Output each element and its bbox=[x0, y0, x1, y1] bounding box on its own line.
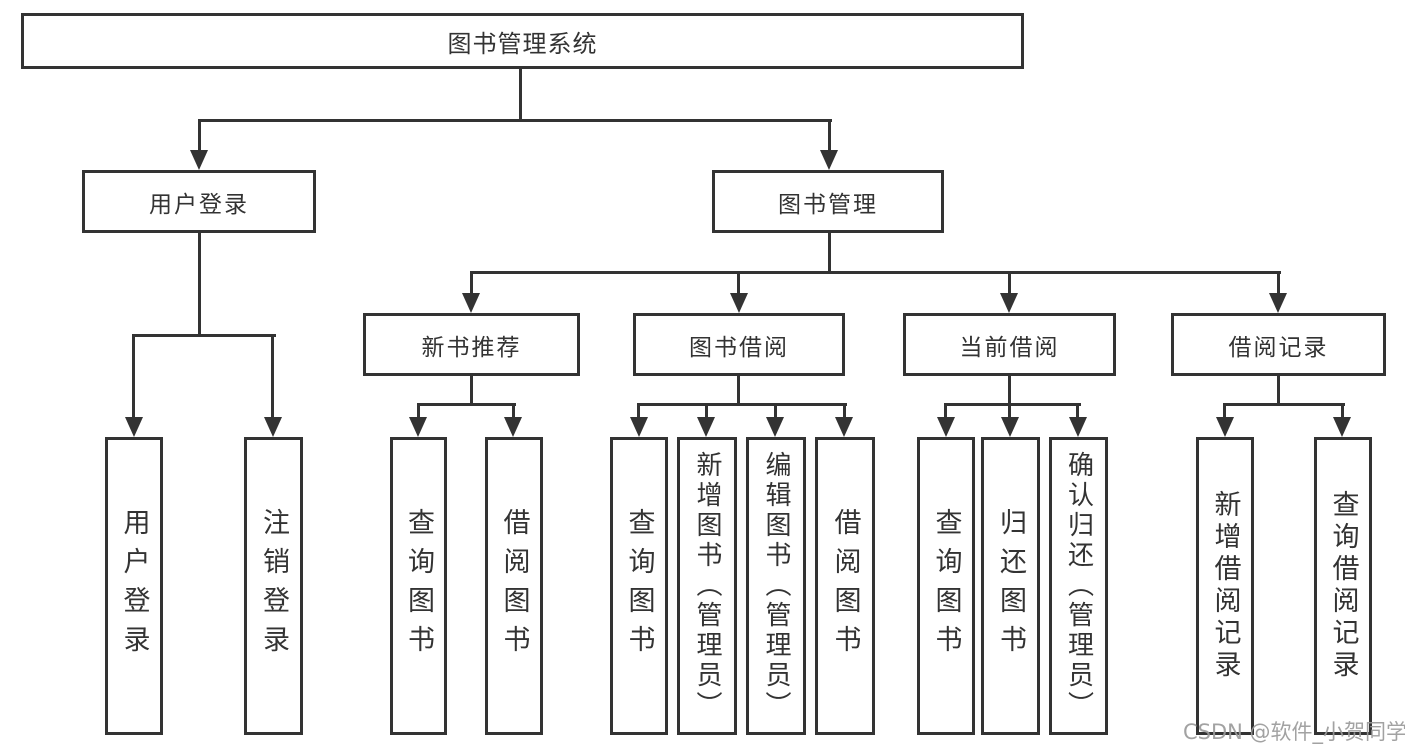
arrowhead-icon bbox=[264, 417, 282, 437]
arrowhead-icon bbox=[630, 417, 648, 437]
connector bbox=[828, 232, 831, 273]
arrowhead-icon bbox=[1269, 293, 1287, 313]
arrowhead-icon bbox=[835, 417, 853, 437]
connector bbox=[198, 119, 832, 122]
connector bbox=[705, 403, 708, 420]
arrowhead-icon bbox=[1069, 417, 1087, 437]
node-label: 确认归还（管理员） bbox=[1063, 451, 1094, 721]
node-label: 编辑图书（管理员） bbox=[761, 451, 791, 721]
node-leaf-query-book-2: 查询图书 bbox=[610, 437, 668, 735]
connector bbox=[637, 403, 847, 406]
connector bbox=[1008, 375, 1011, 405]
node-label: 借阅记录 bbox=[1228, 334, 1329, 361]
connector bbox=[198, 232, 201, 337]
node-label: 借阅图书 bbox=[498, 508, 530, 664]
connector bbox=[774, 403, 777, 420]
node-leaf-query-borrow-record: 查询借阅记录 bbox=[1314, 437, 1372, 735]
connector bbox=[519, 69, 522, 121]
arrowhead-icon bbox=[190, 150, 208, 170]
arrowhead-icon bbox=[820, 150, 838, 170]
node-label: 新增图书（管理员） bbox=[692, 451, 722, 721]
connector bbox=[271, 334, 274, 419]
node-label: 图书借阅 bbox=[689, 334, 789, 361]
arrowhead-icon bbox=[697, 417, 715, 437]
connector bbox=[417, 403, 516, 406]
connector bbox=[1277, 271, 1280, 295]
node-borrow-record: 借阅记录 bbox=[1171, 313, 1386, 376]
node-leaf-borrow-book-1: 借阅图书 bbox=[485, 437, 543, 735]
arrowhead-icon bbox=[409, 417, 427, 437]
node-root-system: 图书管理系统 bbox=[21, 13, 1024, 69]
arrowhead-icon bbox=[1333, 417, 1351, 437]
node-label: 查询图书 bbox=[930, 508, 962, 664]
node-label: 新书推荐 bbox=[421, 334, 522, 361]
connector bbox=[1341, 403, 1344, 420]
connector bbox=[1223, 403, 1345, 406]
node-leaf-query-book-1: 查询图书 bbox=[390, 437, 447, 735]
node-label: 用户登录 bbox=[149, 191, 249, 218]
node-book-borrow: 图书借阅 bbox=[633, 313, 845, 376]
connector bbox=[828, 119, 831, 152]
node-new-book-recommend: 新书推荐 bbox=[363, 313, 580, 376]
connector bbox=[1277, 375, 1280, 405]
connector bbox=[737, 375, 740, 405]
node-label: 用户登录 bbox=[118, 508, 150, 664]
arrowhead-icon bbox=[1216, 417, 1234, 437]
arrowhead-icon bbox=[1000, 293, 1018, 313]
node-user-login: 用户登录 bbox=[82, 170, 316, 233]
node-leaf-user-login: 用户登录 bbox=[105, 437, 163, 735]
connector bbox=[470, 271, 1281, 274]
connector bbox=[132, 334, 135, 419]
node-leaf-query-book-3: 查询图书 bbox=[917, 437, 975, 735]
node-leaf-add-book-admin: 新增图书（管理员） bbox=[677, 437, 737, 735]
node-label: 新增借阅记录 bbox=[1209, 490, 1241, 682]
connector bbox=[1008, 403, 1011, 420]
node-label: 查询图书 bbox=[403, 508, 434, 664]
connector bbox=[944, 403, 1081, 406]
node-leaf-borrow-book-2: 借阅图书 bbox=[815, 437, 875, 735]
node-leaf-logout: 注销登录 bbox=[244, 437, 303, 735]
node-label: 注销登录 bbox=[258, 508, 289, 664]
connector bbox=[944, 403, 947, 420]
node-label: 图书管理系统 bbox=[447, 29, 598, 58]
connector bbox=[512, 403, 515, 420]
node-label: 当前借阅 bbox=[959, 334, 1060, 361]
node-leaf-edit-book-admin: 编辑图书（管理员） bbox=[746, 437, 806, 735]
node-leaf-add-borrow-record: 新增借阅记录 bbox=[1196, 437, 1254, 735]
connector bbox=[637, 403, 640, 420]
csdn-watermark: CSDN @软件_小贺同学 bbox=[1183, 720, 1405, 744]
connector bbox=[417, 403, 420, 420]
arrowhead-icon bbox=[125, 417, 143, 437]
arrowhead-icon bbox=[462, 293, 480, 313]
arrowhead-icon bbox=[937, 417, 955, 437]
node-label: 图书管理 bbox=[778, 191, 878, 218]
arrowhead-icon bbox=[730, 293, 748, 313]
node-label: 查询图书 bbox=[623, 508, 655, 664]
node-book-management: 图书管理 bbox=[712, 170, 944, 233]
connector bbox=[470, 375, 473, 405]
node-leaf-return-book: 归还图书 bbox=[981, 437, 1040, 735]
arrowhead-icon bbox=[504, 417, 522, 437]
node-label: 借阅图书 bbox=[829, 508, 861, 664]
connector bbox=[1076, 403, 1079, 420]
connector bbox=[198, 119, 201, 152]
connector bbox=[843, 403, 846, 420]
arrowhead-icon bbox=[766, 417, 784, 437]
connector bbox=[1223, 403, 1226, 420]
connector bbox=[132, 334, 276, 337]
node-current-borrow: 当前借阅 bbox=[903, 313, 1116, 376]
arrowhead-icon bbox=[1001, 417, 1019, 437]
node-label: 查询借阅记录 bbox=[1327, 490, 1359, 682]
connector bbox=[737, 271, 740, 295]
node-label: 归还图书 bbox=[995, 508, 1026, 664]
connector bbox=[470, 271, 473, 295]
connector bbox=[1008, 271, 1011, 295]
node-leaf-confirm-return-admin: 确认归还（管理员） bbox=[1049, 437, 1108, 735]
